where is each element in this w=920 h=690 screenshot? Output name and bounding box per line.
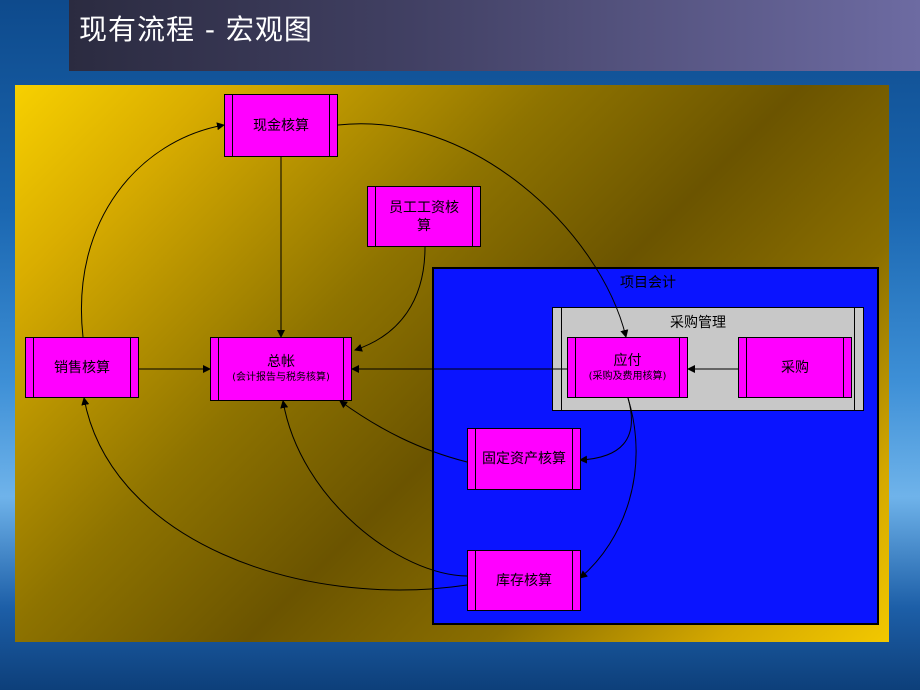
node-sales-label: 销售核算 [54,359,110,376]
node-sales[interactable]: 销售核算 [25,337,139,398]
node-cash[interactable]: 现金核算 [224,94,338,157]
node-fixed-assets[interactable]: 固定资产核算 [467,428,581,490]
node-cash-label: 现金核算 [253,117,309,134]
node-payroll-label: 员工工资核算 [389,199,459,234]
node-inventory[interactable]: 库存核算 [467,550,581,611]
node-payable[interactable]: 应付 (采购及费用核算) [567,337,688,398]
node-payroll[interactable]: 员工工资核算 [367,186,481,247]
node-fixed-assets-label: 固定资产核算 [482,451,566,467]
arrow-cash-to-payable [337,123,629,338]
node-ledger-sub: (会计报告与税务核算) [232,372,330,383]
arrow-fixed-to-ledger [339,400,468,463]
node-inventory-label: 库存核算 [496,572,552,589]
page-title: 现有流程 - 宏观图 [79,13,313,46]
node-payable-sub: (采购及费用核算) [588,370,667,382]
title-bar: 现有流程 - 宏观图 [69,0,920,71]
node-payable-label: 应付 [613,352,642,369]
arrow-payable-to-fixed [579,397,632,464]
node-purchase-label: 采购 [781,359,809,376]
node-ledger-label: 总帐 [267,354,295,370]
arrow-inventory-to-sales [81,397,468,591]
purchase-management-label: 采购管理 [670,315,726,331]
node-purchase[interactable]: 采购 [738,337,852,398]
arrow-payroll-to-ledger [354,246,426,352]
arrow-inventory-to-ledger [280,400,468,577]
node-ledger[interactable]: 总帐 (会计报告与税务核算) [210,337,352,401]
arrow-payable-to-inventory [579,397,637,579]
project-accounting-label: 项目会计 [620,275,676,291]
arrow-sales-to-cash [81,122,225,338]
